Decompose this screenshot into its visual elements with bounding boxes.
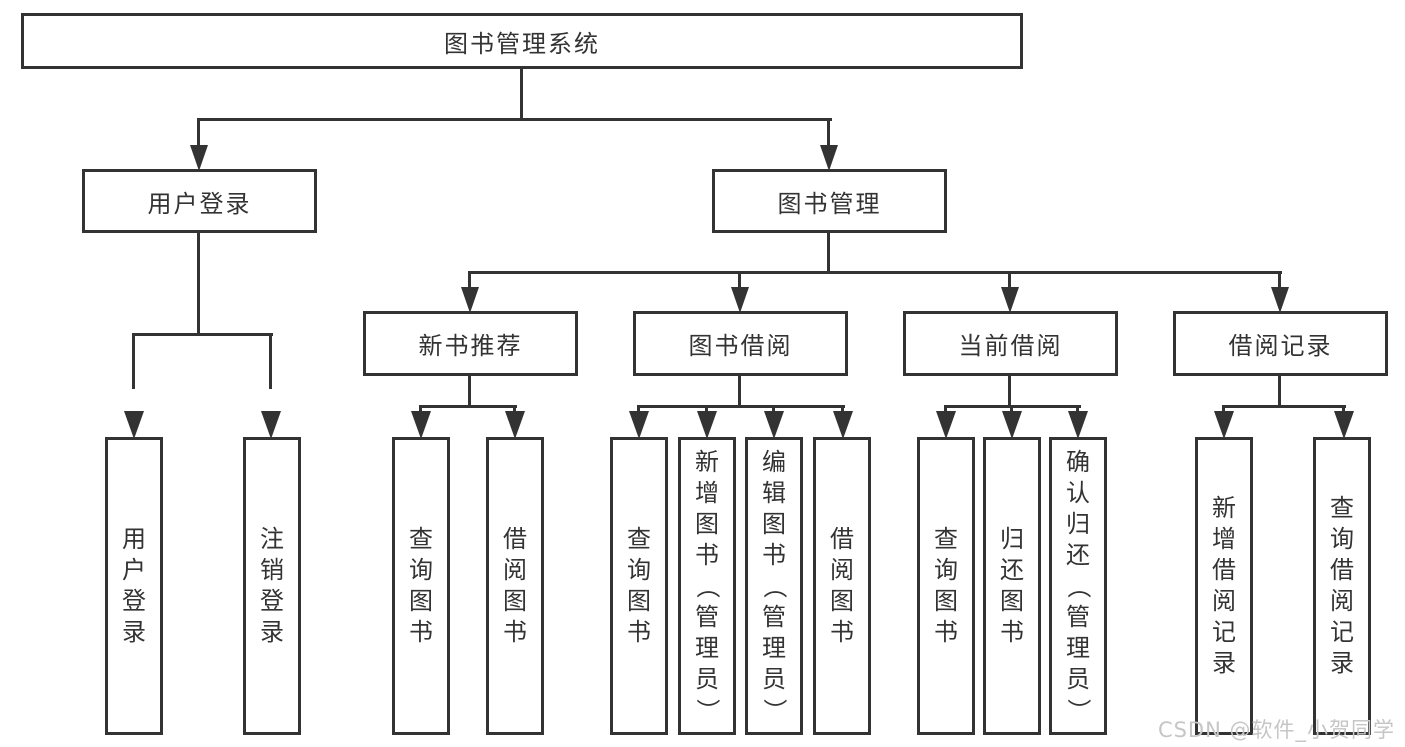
- connector-leaf-drop: [705, 405, 708, 415]
- connector-records-stem: [1278, 374, 1281, 407]
- connector-leaf-drop: [269, 333, 272, 389]
- connector-records-branch: [1222, 405, 1346, 408]
- node-label: 注销登录: [260, 525, 284, 646]
- connector-leaf-drop: [132, 333, 135, 389]
- connector-leaf-drop: [772, 405, 775, 415]
- arrow-down-icon: [505, 411, 525, 439]
- node-label: 当前借阅: [958, 332, 1063, 360]
- connector-level3-drop: [738, 271, 741, 289]
- connector-root-branch: [197, 118, 832, 121]
- leaf-query-books-recommend: 查询图书: [392, 437, 450, 735]
- connector-current-borrow-stem: [1008, 374, 1011, 407]
- leaf-borrow-books: 借阅图书: [813, 437, 871, 735]
- arrow-down-icon: [461, 287, 479, 313]
- connector-level3-drop: [1008, 271, 1011, 289]
- node-label: 用户登录: [122, 525, 146, 646]
- node-label: 归还图书: [1000, 525, 1024, 646]
- leaf-query-borrow-record: 查询借阅记录: [1313, 437, 1371, 735]
- node-label: 查询图书: [409, 525, 433, 646]
- connector-book-borrow-stem: [738, 374, 741, 407]
- connector-leaf-drop: [1222, 405, 1225, 415]
- arrow-down-icon: [1214, 411, 1234, 439]
- node-label: 确认归还（管理员）: [1064, 447, 1093, 723]
- leaf-return-book: 归还图书: [983, 437, 1041, 735]
- arrow-down-icon: [629, 411, 649, 439]
- arrow-down-icon: [124, 411, 144, 439]
- node-label: 图书管理系统: [444, 29, 600, 58]
- leaf-logout: 注销登录: [243, 437, 301, 735]
- connector-user-login-stem: [197, 231, 200, 335]
- node-library-management-system: 图书管理系统: [21, 13, 1023, 69]
- connector-root-stem: [520, 67, 523, 120]
- leaf-query-books-borrow: 查询图书: [610, 437, 668, 735]
- arrow-down-icon: [731, 287, 749, 313]
- connector-leaf-drop: [944, 405, 947, 415]
- leaf-add-book-admin: 新增图书（管理员）: [678, 437, 736, 735]
- node-label: 编辑图书（管理员）: [760, 447, 789, 723]
- node-label: 新增借阅记录: [1212, 494, 1236, 677]
- node-current-borrowing: 当前借阅: [903, 311, 1118, 376]
- connector-leaf-drop: [1342, 405, 1345, 415]
- node-label: 查询借阅记录: [1330, 494, 1354, 677]
- node-label: 图书管理: [777, 189, 882, 218]
- node-label: 新书推荐: [418, 332, 523, 360]
- arrow-down-icon: [1002, 411, 1022, 439]
- connector-leaf-drop: [419, 405, 422, 415]
- node-label: 借阅图书: [503, 525, 527, 646]
- connector-level3-drop: [1278, 271, 1281, 289]
- leaf-borrow-books-recommend: 借阅图书: [486, 437, 544, 735]
- connector-leaf-drop: [637, 405, 640, 415]
- arrow-down-icon: [820, 145, 838, 171]
- arrow-down-icon: [411, 411, 431, 439]
- connector-leaf-drop: [513, 405, 516, 415]
- node-label: 借阅图书: [830, 525, 854, 646]
- arrow-down-icon: [1334, 411, 1354, 439]
- arrow-down-icon: [764, 411, 784, 439]
- leaf-user-login: 用户登录: [105, 437, 163, 735]
- leaf-edit-book-admin: 编辑图书（管理员）: [745, 437, 803, 735]
- node-label: 查询图书: [934, 525, 958, 646]
- node-borrowing-records: 借阅记录: [1173, 311, 1388, 376]
- connector-new-book-branch: [419, 405, 517, 408]
- leaf-query-books-current: 查询图书: [917, 437, 975, 735]
- arrow-down-icon: [833, 411, 853, 439]
- node-label: 新增图书（管理员）: [693, 447, 722, 723]
- arrow-down-icon: [1271, 287, 1289, 313]
- connector-level3-drop: [468, 271, 471, 289]
- connector-book-mgmt-branch: [468, 271, 1282, 274]
- connector-user-login-branch: [132, 333, 273, 336]
- connector-book-borrow-branch: [637, 405, 845, 408]
- arrow-down-icon: [1068, 411, 1088, 439]
- connector-leaf-drop: [1010, 405, 1013, 415]
- connector-user-login-drop: [197, 118, 200, 148]
- node-label: 查询图书: [627, 525, 651, 646]
- connector-book-mgmt-stem: [827, 231, 830, 274]
- node-new-book-recommend: 新书推荐: [363, 311, 578, 376]
- arrow-down-icon: [697, 411, 717, 439]
- leaf-add-borrow-record: 新增借阅记录: [1195, 437, 1253, 735]
- connector-leaf-drop: [1076, 405, 1079, 415]
- connector-leaf-drop: [841, 405, 844, 415]
- arrow-down-icon: [190, 145, 208, 171]
- node-book-borrowing: 图书借阅: [633, 311, 848, 376]
- arrow-down-icon: [261, 411, 281, 439]
- connector-book-mgmt-drop: [827, 118, 830, 148]
- node-user-login: 用户登录: [82, 169, 317, 233]
- node-label: 用户登录: [147, 189, 252, 218]
- arrow-down-icon: [1001, 287, 1019, 313]
- arrow-down-icon: [936, 411, 956, 439]
- leaf-confirm-return-admin: 确认归还（管理员）: [1049, 437, 1107, 735]
- connector-new-book-stem: [468, 374, 471, 407]
- node-label: 借阅记录: [1228, 332, 1333, 360]
- node-label: 图书借阅: [688, 332, 793, 360]
- node-book-management: 图书管理: [712, 169, 947, 233]
- csdn-watermark: CSDN @软件_小贺同学: [1157, 718, 1395, 742]
